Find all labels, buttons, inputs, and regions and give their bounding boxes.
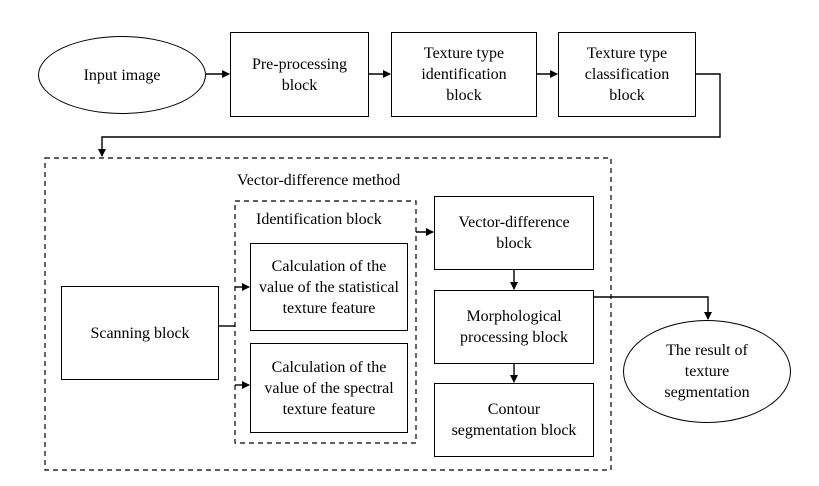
input-image-node: Input image (38, 36, 206, 114)
input-image-label: Input image (83, 66, 161, 84)
contour-segmentation-label: Contour segmentation block (451, 401, 577, 439)
result-label: The result of texture segmentation (664, 342, 750, 401)
contour-segmentation-node: Contour segmentation block (434, 383, 594, 457)
texture-type-identification-node: Texture type identification block (391, 32, 537, 117)
spectral-feature-label: Calculation of the value of the spectral… (264, 358, 394, 418)
spectral-feature-node: Calculation of the value of the spectral… (250, 343, 408, 433)
texture-type-classification-label: Texture type classification block (584, 45, 670, 104)
morphological-processing-label: Morphological processing block (460, 308, 568, 346)
texture-type-classification-node: Texture type classification block (558, 32, 696, 117)
pre-processing-node: Pre-processing block (230, 32, 369, 117)
identification-block-frame (234, 200, 417, 444)
arrow-classification-to-method (98, 73, 721, 157)
vector-difference-method-frame (44, 157, 612, 471)
vector-difference-method-title: Vector-difference method (237, 172, 401, 189)
identification-block-title: Identification block (256, 211, 382, 228)
statistical-feature-node: Calculation of the value of the statisti… (250, 243, 408, 331)
arrow-to-result (594, 296, 712, 320)
vector-difference-block-node: Vector-difference block (434, 196, 594, 270)
morphological-processing-node: Morphological processing block (434, 290, 594, 364)
pre-processing-label: Pre-processing block (251, 55, 348, 94)
texture-type-identification-label: Texture type identification block (421, 45, 507, 104)
result-node: The result of texture segmentation (623, 320, 791, 423)
statistical-feature-label: Calculation of the value of the statisti… (259, 257, 399, 317)
scanning-block-label: Scanning block (90, 324, 190, 342)
vector-difference-block-label: Vector-difference block (458, 214, 570, 252)
scanning-block-node: Scanning block (61, 286, 219, 380)
